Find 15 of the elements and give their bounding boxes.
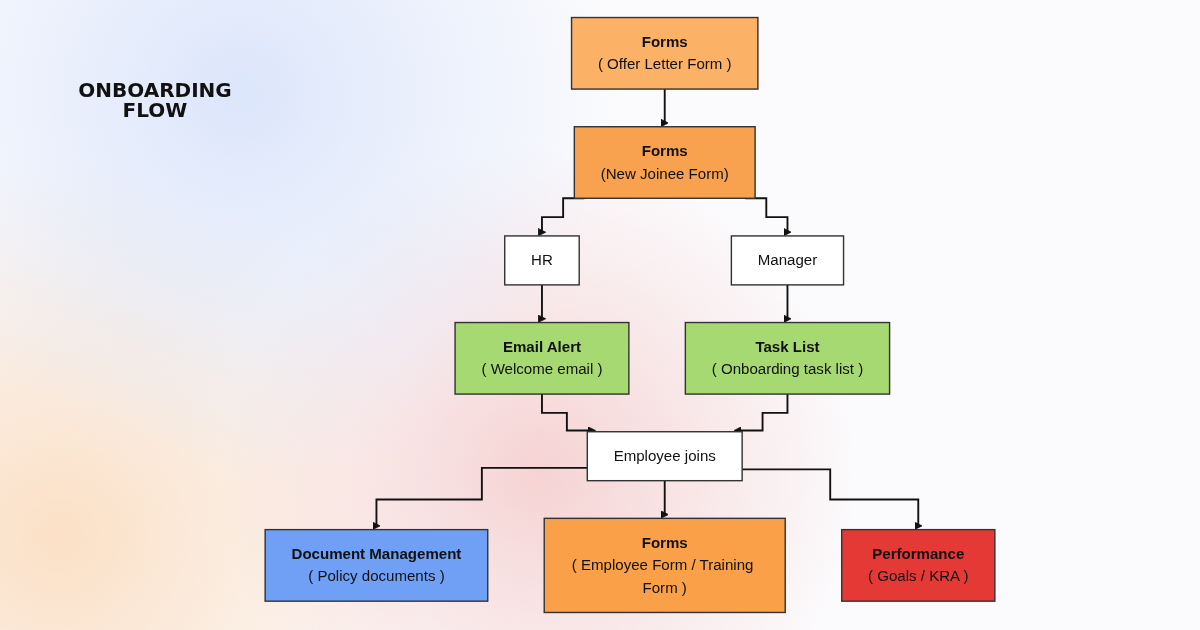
node-box: Forms ( Employee Form / Training Form ) — [543, 517, 786, 614]
node-box: HR — [504, 235, 580, 286]
node-box: Forms ( Offer Letter Form ) — [570, 16, 759, 90]
arrow — [660, 479, 669, 519]
node-box: Manager — [730, 235, 845, 286]
arrow — [660, 88, 669, 128]
node-box: Employee joins — [586, 431, 743, 482]
arrow — [537, 283, 547, 323]
node-box: Forms (New Joinee Form) — [573, 126, 756, 199]
node-box: Task List ( Onboarding task list ) — [684, 321, 891, 395]
diagram-title: ONBOARDING FLOW — [77, 80, 233, 120]
node-box: Email Alert ( Welcome email ) — [454, 321, 630, 395]
node-box: Document Management ( Policy documents ) — [264, 528, 489, 602]
arrow — [783, 283, 792, 323]
node-box: Performance ( Goals / KRA ) — [841, 528, 996, 602]
